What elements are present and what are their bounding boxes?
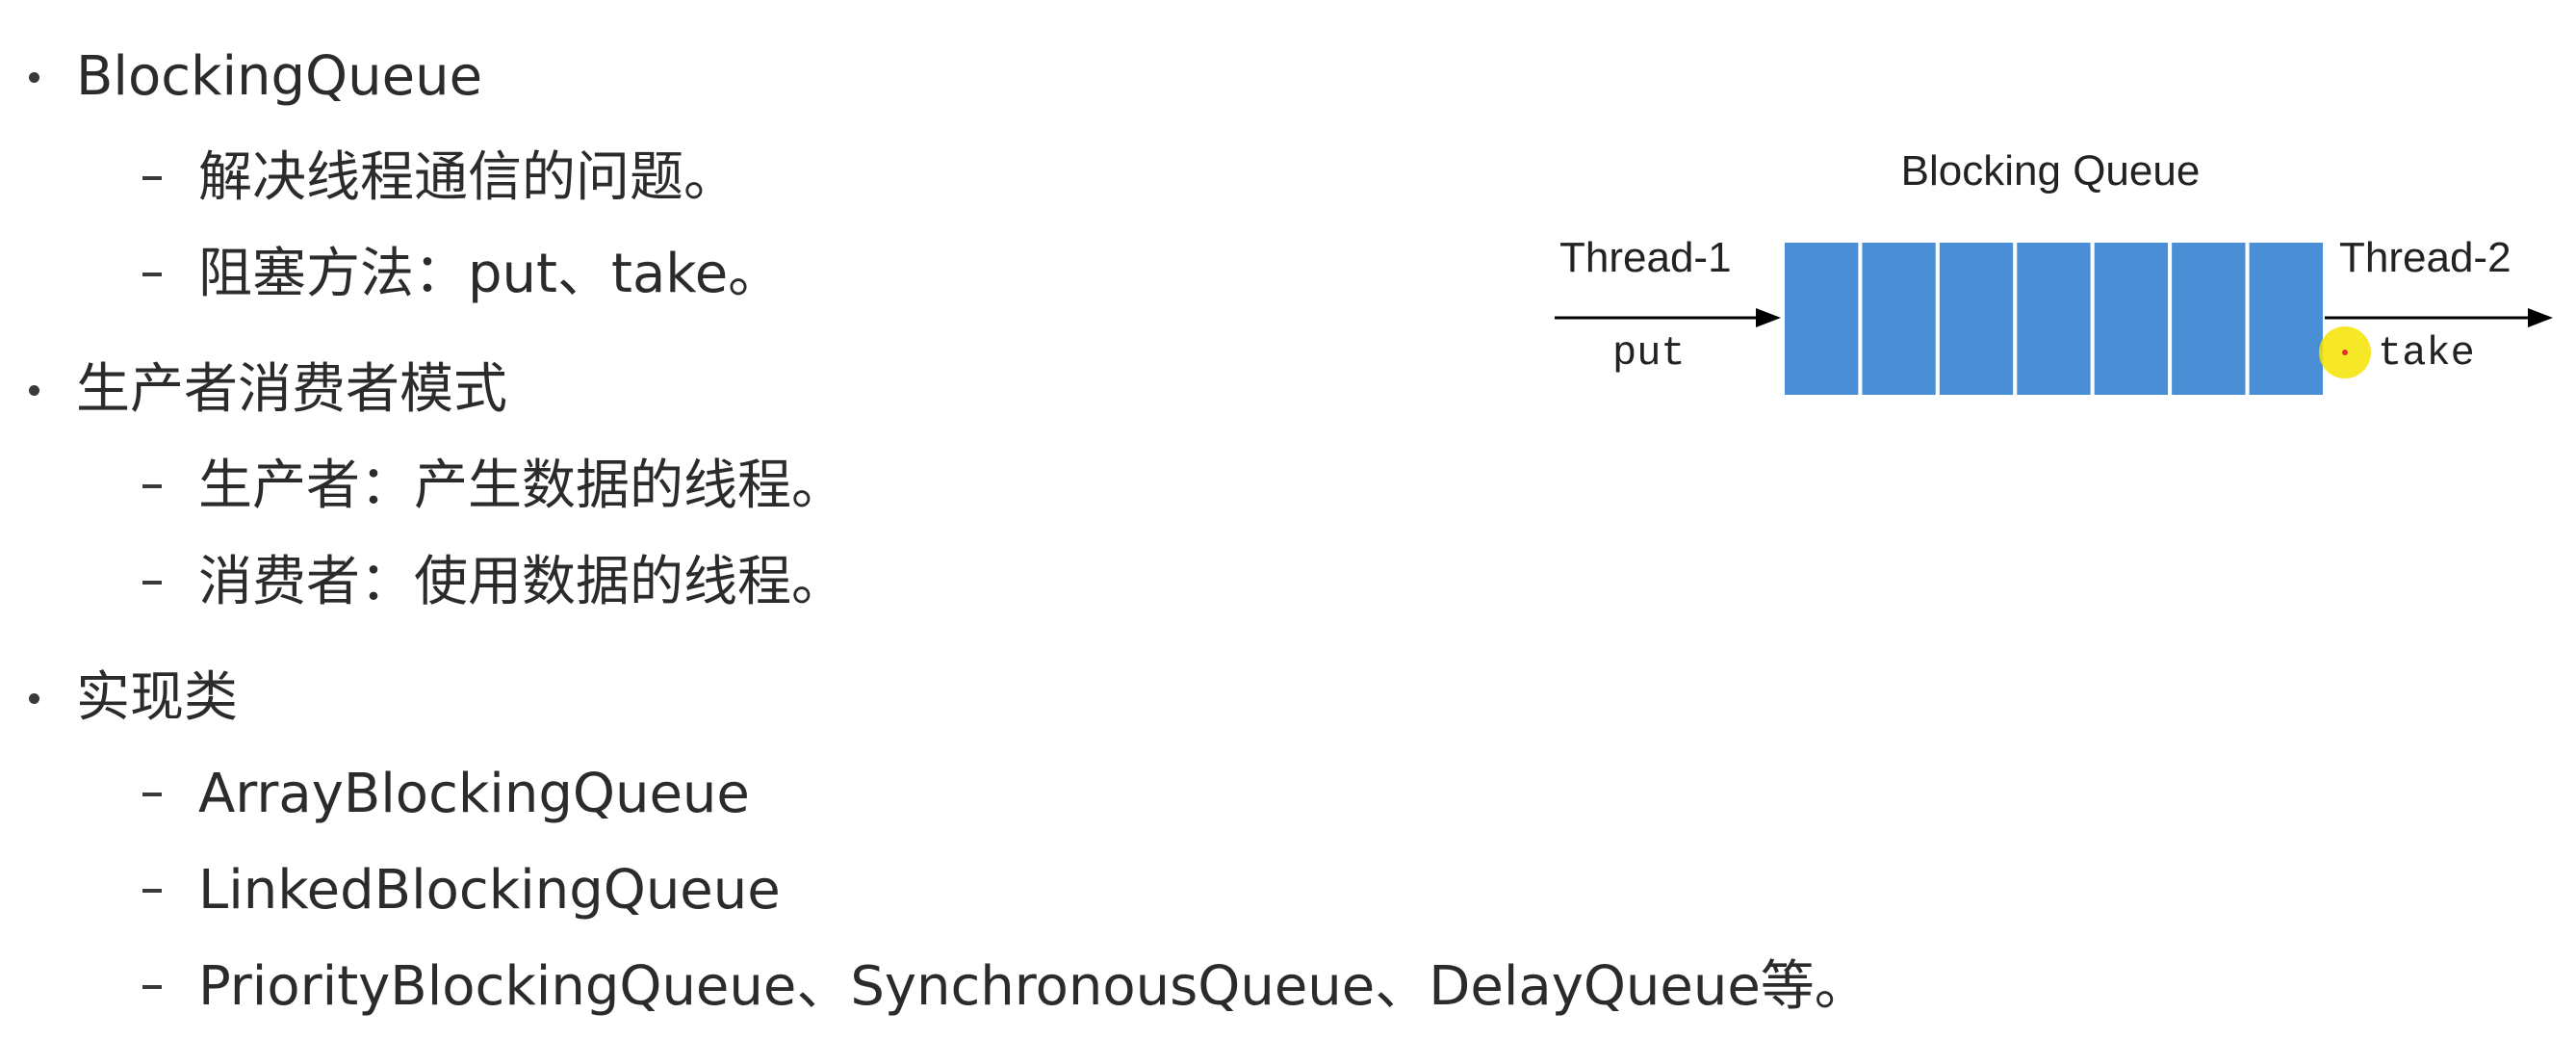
bullet-dot	[29, 384, 39, 396]
sub-item-3-2: LinkedBlockingQueue	[142, 857, 781, 924]
cursor-dot	[2342, 350, 2348, 355]
dash-marker	[142, 985, 162, 989]
bullet-dot	[29, 71, 39, 83]
sub-text-3-2: LinkedBlockingQueue	[198, 859, 781, 922]
queue-slot	[2013, 239, 2095, 399]
blocking-queue-diagram: Blocking Queue Thread-1 put Thread-2 tak…	[1540, 135, 2561, 424]
right-arrow-head	[2528, 308, 2553, 327]
dash-marker	[142, 889, 162, 893]
sub-item-1-1: 解决线程通信的问题。	[142, 144, 737, 212]
queue-slot	[2090, 239, 2173, 399]
sub-text-3-3: PriorityBlockingQueue、SynchronousQueue、D…	[198, 955, 1868, 1018]
right-thread-label: Thread-2	[2339, 234, 2512, 281]
sub-text-2-1: 生产者：产生数据的线程。	[198, 455, 845, 517]
queue-slot	[2168, 239, 2250, 399]
queue-slot	[2245, 239, 2328, 399]
bullet-item-2: 生产者消费者模式	[29, 356, 507, 424]
sub-item-1-2: 阻塞方法：put、take。	[142, 241, 782, 308]
dash-marker	[142, 176, 162, 180]
sub-item-3-1: ArrayBlockingQueue	[142, 761, 750, 828]
dash-marker	[142, 581, 162, 585]
bullet-dot	[29, 692, 39, 704]
dash-marker	[142, 484, 162, 488]
blocking-queue-svg: Blocking Queue Thread-1 put Thread-2 tak…	[1555, 147, 2553, 399]
sub-text-2-2: 消费者：使用数据的线程。	[198, 551, 845, 613]
sub-item-2-2: 消费者：使用数据的线程。	[142, 549, 845, 616]
sub-text-1-2: 阻塞方法：put、take。	[198, 243, 783, 305]
sub-text-3-1: ArrayBlockingQueue	[198, 763, 750, 825]
bullet-item-3: 实现类	[29, 664, 238, 732]
left-arrow-head	[1756, 308, 1781, 327]
queue-slot	[1781, 239, 1863, 399]
sub-text-1-1: 解决线程通信的问题。	[198, 146, 737, 209]
bullet-text-1: BlockingQueue	[76, 45, 483, 108]
bullet-text-3: 实现类	[76, 666, 238, 729]
dash-marker	[142, 273, 162, 276]
queue-slots	[1781, 239, 2328, 399]
queue-slot	[1935, 239, 2018, 399]
bullet-item-1: BlockingQueue	[29, 43, 482, 111]
sub-item-2-1: 生产者：产生数据的线程。	[142, 453, 845, 520]
bullet-text-2: 生产者消费者模式	[76, 358, 507, 421]
dash-marker	[142, 793, 162, 796]
diagram-title: Blocking Queue	[1901, 147, 2201, 195]
right-op-label: take	[2378, 330, 2475, 377]
left-op-label: put	[1612, 330, 1686, 377]
left-thread-label: Thread-1	[1559, 234, 1732, 281]
queue-slot	[1858, 239, 1940, 399]
sub-item-3-3: PriorityBlockingQueue、SynchronousQueue、D…	[142, 953, 1868, 1021]
